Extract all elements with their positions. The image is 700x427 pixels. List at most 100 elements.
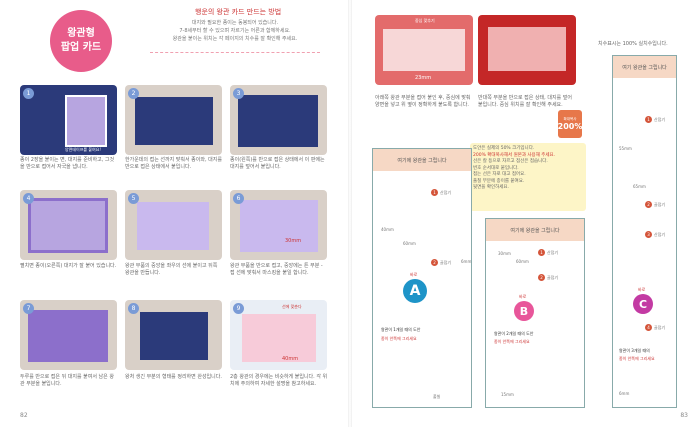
step-photo-3: 3 [230,85,327,155]
template-footer-2: 종이 안쪽에 그리세요 [619,356,655,361]
badge-line2: 팝업 카드 [60,42,102,53]
step-number: 3 [233,88,244,99]
marker-3: 3 [645,231,652,238]
note-line: 접는 선은 자로 대고 접어요. [473,172,526,177]
dimension-label: 15mm [501,392,514,397]
template-c: 여기 왕관을 그립니다 55mm 65mm 1 산접기 2 골접기 3 산접기 … [612,55,677,408]
step-number: 4 [23,193,34,204]
flower-divider [150,45,320,53]
fold-label: 산접기 [654,232,666,237]
page-number-right: 83 [680,412,688,419]
note-line: 번호 순서대로 붙입니다. [473,165,519,171]
top-photo-2 [478,15,576,85]
intro-line-2: 7-8세부터 할 수 있으며 자르기는 어른과 함께하세요. [179,28,291,34]
template-tag: 바로 [410,272,418,277]
step-tag: 선에 맞춘다 [282,304,302,309]
dimension-label: 6mm [619,391,630,396]
step-photo-9: 9 선에 맞춘다 40mm [230,300,327,370]
marker-1: 1 [538,249,545,256]
fold-label: 골접기 [654,325,666,330]
card-image [242,314,316,362]
step-caption-3: 종이(왼쪽)를 반으로 접은 상태에서 이 판에는 대지를 덮어서 붙입니다. [230,157,325,170]
percent-badge-value: 200% [557,122,583,131]
card-image [28,198,108,253]
right-page: 중심 맞추기 23mm 아래쪽 왕관 부분을 접어 붙인 후, 중심에 맞춰 양… [350,0,700,427]
step-number: 1 [23,88,34,99]
step-caption-7: 두루를 반으로 접은 뒤 대지를 붙여서 남은 왕관 부분을 붙입니다. [20,374,114,387]
card-image [140,312,208,360]
step-number: 5 [128,193,139,204]
step-caption-6: 왕관 부품을 반으로 접고, 중앙에는 튼 부분 - 접 선에 맞춰서 마스킹을… [230,263,323,276]
marker-2: 2 [645,201,652,208]
photo-label: 중심 맞추기 [415,18,435,23]
template-footer: 왕관이 1개일 때의 도안 [381,327,421,332]
fold-label: 산접기 [654,117,666,122]
top-photo-1: 중심 맞추기 23mm [375,15,473,85]
dimension-label: 30mm [285,238,302,244]
marker-1: 1 [431,189,438,196]
card-image [238,95,318,147]
step-caption-9: 2층 왕관의 경우에는 비슷하게 붙입니다. 각 위치에 주의하여 자세한 설명… [230,374,328,387]
template-tag: 바로 [519,294,527,299]
right-caption-1: 아래쪽 왕관 부분을 접어 붙인 후, 중심에 맞춰 양면을 넣고 위 옆이 정… [375,95,471,108]
note-line: 도안은 실제의 50% 크기입니다. [473,146,535,151]
step-photo-7: 7 [20,300,117,370]
card-image [240,200,318,252]
template-footer: 왕관이 2개일 때의 도안 [494,331,534,336]
spine [348,0,352,427]
dimension-label: 30mm [498,251,511,256]
step-photo-8: 8 [125,300,222,370]
step-number: 8 [128,303,139,314]
marker-4: 4 [645,324,652,331]
step-photo-6: 6 30mm [230,190,327,260]
fold-label: 산접기 [440,190,452,195]
badge-line1: 왕관형 [67,28,95,39]
card-image [383,29,465,71]
step-number: 7 [23,303,34,314]
marker-1: 1 [645,116,652,123]
step-photo-5: 5 [125,190,222,260]
card-image [137,202,209,250]
template-letter-b: B [514,301,534,321]
percent-badge-label: 확대복사 [563,117,577,121]
glue-label: 풀칠 [433,394,441,399]
template-a: 여기에 왕관을 그립니다 40mm 60mm 6mm 1 산접기 2 골접기 A… [372,148,472,408]
page-number-left: 82 [20,412,28,419]
template-footer: 왕관이 3개일 때의 [619,348,650,353]
intro-line-1: 대지와 필요한 종이는 동봉되어 있습니다. [191,20,279,26]
card-image [28,310,108,362]
dimension-label: 6mm [461,259,472,264]
photo-dimension: 23mm [415,75,432,81]
step-caption-4: 펼치면 종이(오른쪽) 대지가 잘 붙어 있습니다. [20,263,117,269]
step-number: 9 [233,303,244,314]
step-sublabel: 양면테이프를 붙여요! [65,147,101,152]
marker-2: 2 [431,259,438,266]
dimension-label: 60mm [403,241,416,246]
intro-line-3: 왕관을 붙이는 위치는 각 페이지의 치수를 잘 확인해 주세요. [172,36,298,42]
step-caption-2: 한가운데의 접는 선까지 맞춰서 종이와, 대지를 반으로 접은 상태에서 붙입… [125,157,222,170]
fold-label: 골접기 [547,275,559,280]
step-number: 6 [233,193,244,204]
template-band: 여기 왕관을 그립니다 [613,56,676,78]
template-footer-2: 종이 안쪽에 그리세요 [494,339,530,344]
note-line: 선은 칼 등으로 자르고 점선은 접습니다. [473,159,548,164]
step-photo-4: 4 [20,190,117,260]
template-letter-a: A [403,279,427,303]
step-caption-1: 종이 2장을 붙이는 면, 대지를 준비하고, 그것을 반으로 접어서 자국을 … [20,157,115,170]
template-band: 여기에 왕관을 그립니다 [486,219,584,241]
template-footer-2: 종이 안쪽에 그리세요 [381,336,417,341]
dimension-label: 65mm [633,184,646,189]
template-tag: 바로 [638,287,646,292]
note-line: 뒷면을 확인하세요. [473,185,509,190]
dimension-label: 40mm [381,227,394,232]
left-page: 왕관형 팝업 카드 행운의 왕관 카드 만드는 방법 대지와 필요한 종이는 동… [20,8,328,419]
template-band: 여기에 왕관을 그립니다 [373,149,471,171]
note-line: 풀칠 부분에 종이를 붙여요. [473,178,525,184]
intro-title: 행운의 왕관 카드 만드는 방법 [195,8,282,16]
dimension-label: 40mm [282,356,299,362]
dimension-label: 55mm [619,146,632,151]
fold-label: 산접기 [547,250,559,255]
note-box: 도안은 실제의 50% 크기입니다. 200% 확대복사해서 원본과 사용해 주… [470,143,586,211]
card-image [65,95,107,147]
